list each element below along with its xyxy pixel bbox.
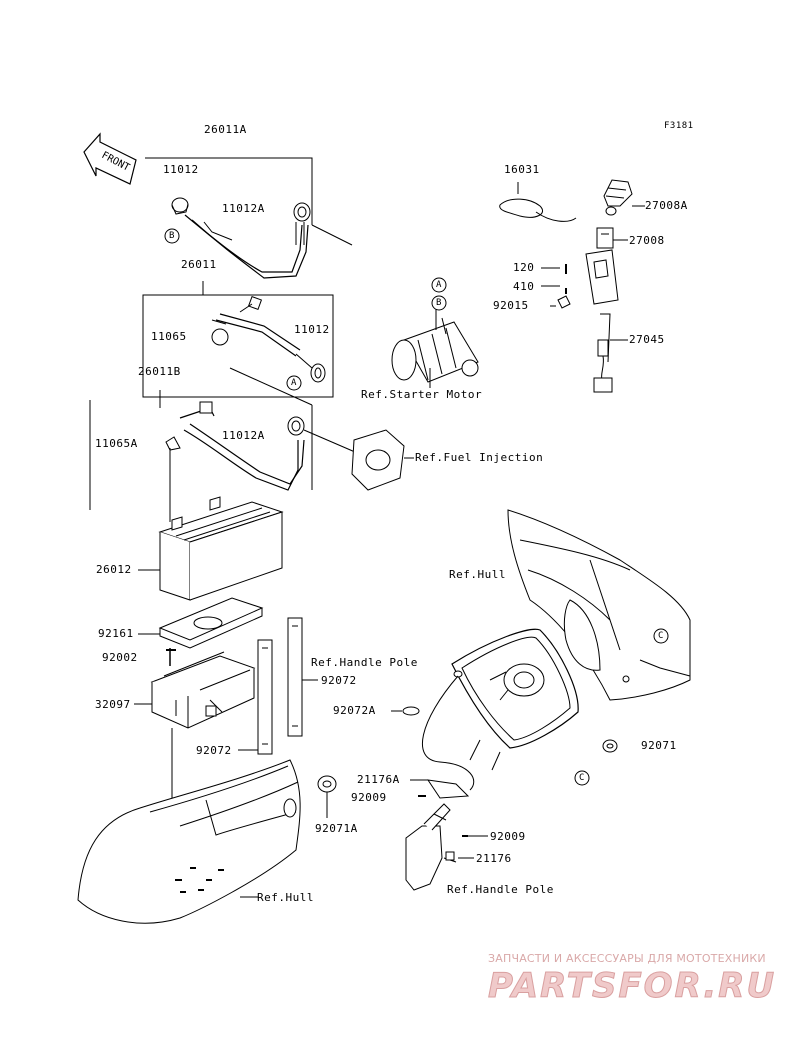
watermark-logo: PARTSFOR.RU	[487, 966, 777, 1007]
label-92002: 92002	[102, 651, 138, 664]
label-26011A: 26011A	[204, 123, 247, 136]
figure-code: F3181	[664, 121, 694, 131]
callout-a-letter: A	[291, 378, 297, 388]
label-11012-top: 11012	[163, 163, 199, 176]
straps-92072	[238, 617, 318, 755]
battery-26012	[138, 496, 284, 601]
callout-b-letter-starter: B	[436, 298, 442, 308]
callout-b-letter: B	[169, 231, 175, 241]
callout-c-letter-lower: C	[579, 773, 585, 783]
starter-motor	[391, 306, 479, 388]
label-11065A: 11065A	[95, 437, 138, 450]
cap-27008	[596, 227, 628, 249]
fuel-injection-unit	[351, 429, 414, 491]
callout-b-starter	[431, 295, 447, 311]
front-arrow: FRONT	[83, 132, 137, 185]
ref-fuel-injection: Ref.Fuel Injection	[415, 451, 544, 464]
label-11012A-top: 11012A	[222, 202, 265, 215]
cable-26011A	[145, 157, 353, 279]
watermark-tagline: ЗАПЧАСТИ И АКСЕССУАРЫ ДЛЯ МОТОТЕХНИКИ	[488, 952, 766, 965]
label-92161: 92161	[98, 627, 134, 640]
label-92015: 92015	[493, 299, 529, 312]
cable-26011-box	[142, 281, 334, 406]
handle-pole-bracket	[405, 803, 488, 891]
label-92072A: 92072A	[333, 704, 376, 717]
label-92071: 92071	[641, 739, 677, 752]
callout-c-letter-hull: C	[658, 631, 664, 641]
label-120: 120	[513, 261, 535, 274]
lanyard-16031	[499, 182, 577, 222]
ref-hull-lower: Ref.Hull	[257, 891, 314, 904]
label-92009-b: 92009	[490, 830, 526, 843]
label-92071A: 92071A	[315, 822, 358, 835]
ref-handle-pole-upper: Ref.Handle Pole	[311, 656, 418, 669]
label-11012A-low: 11012A	[222, 429, 265, 442]
label-11012-mid: 11012	[294, 323, 330, 336]
ref-starter-motor: Ref.Starter Motor	[361, 388, 483, 401]
label-27045: 27045	[629, 333, 665, 346]
callout-circles	[164, 228, 669, 786]
label-26011B: 26011B	[138, 365, 181, 378]
label-11065: 11065	[151, 330, 187, 343]
label-16031: 16031	[504, 163, 540, 176]
label-27008: 27008	[629, 234, 665, 247]
label-27008A: 27008A	[645, 199, 688, 212]
label-92009-a: 92009	[351, 791, 387, 804]
washer-92071A	[317, 775, 337, 818]
label-26011: 26011	[181, 258, 217, 271]
washer-92071	[602, 739, 618, 753]
callout-b-top	[164, 228, 180, 244]
callout-a-letter-starter: A	[436, 280, 442, 290]
hull-lower-left	[77, 759, 301, 924]
hull-right	[507, 509, 691, 701]
ref-hull-upper: Ref.Hull	[449, 568, 506, 581]
wire-harness	[391, 670, 475, 799]
hatch-plate	[451, 628, 579, 771]
label-26012: 26012	[96, 563, 132, 576]
cable-26011B	[89, 390, 356, 522]
label-92072-right: 92072	[321, 674, 357, 687]
battery-case-32097	[134, 648, 256, 800]
switch-assembly	[541, 249, 628, 393]
label-410: 410	[513, 280, 535, 293]
callout-a-starter	[431, 277, 447, 293]
callout-a-mid	[286, 375, 302, 391]
battery-tray-92161	[138, 597, 264, 649]
key-27008A	[603, 179, 645, 216]
label-21176A: 21176A	[357, 773, 400, 786]
label-92072-left: 92072	[196, 744, 232, 757]
label-21176: 21176	[476, 852, 512, 865]
label-32097: 32097	[95, 698, 131, 711]
callout-c-lower	[574, 770, 590, 786]
callout-c-hull	[653, 628, 669, 644]
ref-handle-pole-lower: Ref.Handle Pole	[447, 883, 554, 896]
